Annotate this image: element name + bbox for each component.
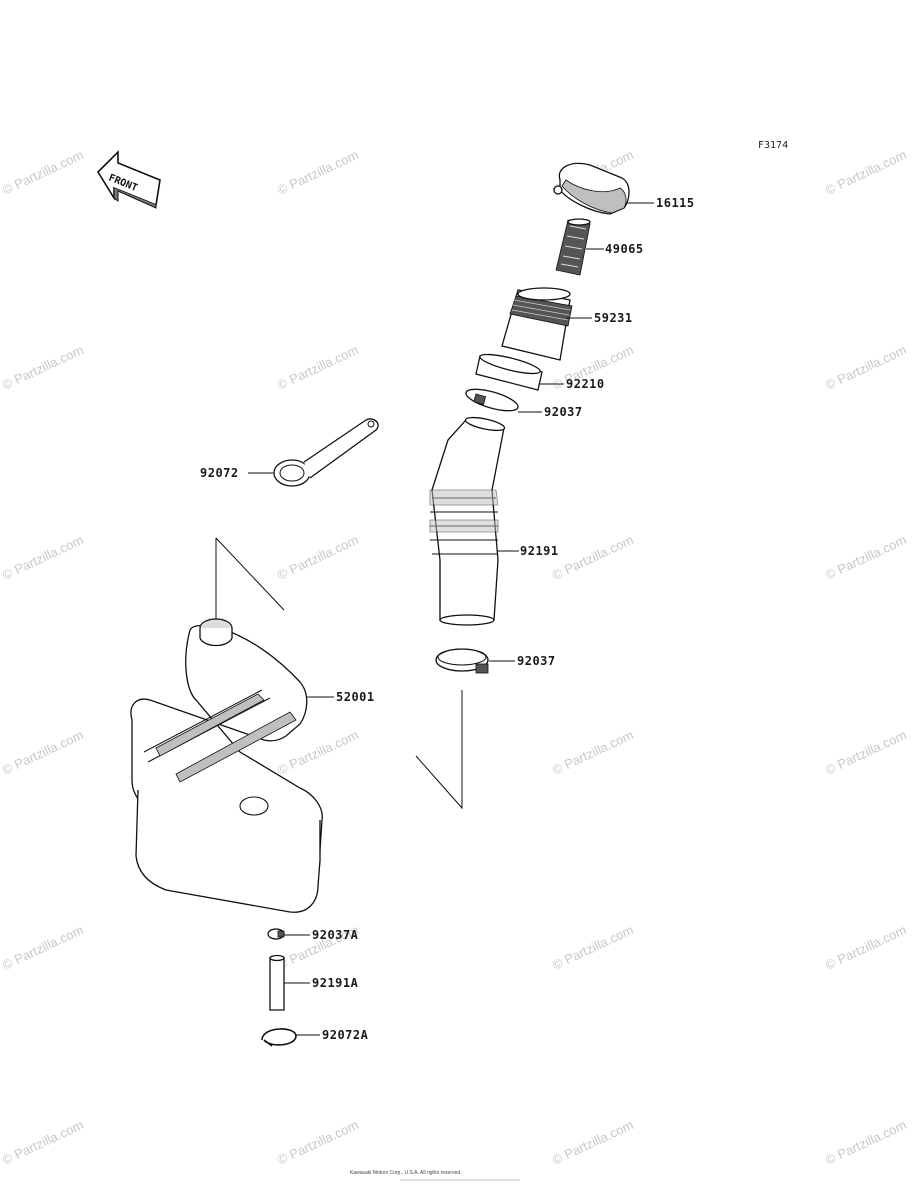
watermark: © Partzilla.com <box>823 342 909 393</box>
watermark: © Partzilla.com <box>275 532 361 583</box>
fuel-tank[interactable] <box>130 618 323 913</box>
part-label-92191A: 92191A <box>312 976 359 990</box>
watermark: © Partzilla.com <box>550 922 636 973</box>
fuel-strainer[interactable] <box>555 218 591 276</box>
part-label-16115: 16115 <box>656 196 695 210</box>
lock-nut[interactable] <box>475 351 543 391</box>
watermark: © Partzilla.com <box>275 147 361 198</box>
filler-hose[interactable] <box>429 415 506 626</box>
watermark: © Partzilla.com <box>275 342 361 393</box>
watermark: © Partzilla.com <box>0 342 86 393</box>
watermark: © Partzilla.com <box>823 1117 909 1168</box>
watermark: © Partzilla.com <box>823 532 909 583</box>
watermark: © Partzilla.com <box>0 147 86 198</box>
watermark: © Partzilla.com <box>550 532 636 583</box>
filler-neck[interactable] <box>501 287 573 361</box>
watermark: © Partzilla.com <box>0 727 86 778</box>
part-label-92072: 92072 <box>200 466 239 480</box>
part-label-92037-upper: 92037 <box>544 405 583 419</box>
part-label-92191: 92191 <box>520 544 559 558</box>
hose-clamp-lower[interactable] <box>435 648 489 674</box>
watermark: © Partzilla.com <box>550 727 636 778</box>
small-hose[interactable] <box>269 954 285 1011</box>
part-label-92210: 92210 <box>566 377 605 391</box>
part-label-92037-lower: 92037 <box>517 654 556 668</box>
watermark: © Partzilla.com <box>0 532 86 583</box>
part-label-92072A: 92072A <box>322 1028 369 1042</box>
watermark: © Partzilla.com <box>823 727 909 778</box>
front-arrow-icon: FRONT <box>96 150 161 209</box>
watermark: © Partzilla.com <box>0 922 86 973</box>
watermark: © Partzilla.com <box>823 147 909 198</box>
connector-line <box>415 690 463 810</box>
connector-line <box>215 537 285 611</box>
hose-clamp-upper[interactable] <box>464 385 520 415</box>
part-label-49065: 49065 <box>605 242 644 256</box>
wire-clip[interactable] <box>261 1028 297 1047</box>
copyright-text: Kawasaki Motors Corp., U.S.A. All rights… <box>350 1170 461 1176</box>
part-label-52001: 52001 <box>336 690 375 704</box>
watermark: © Partzilla.com <box>550 1117 636 1168</box>
part-label-59231: 59231 <box>594 311 633 325</box>
part-label-92037A: 92037A <box>312 928 359 942</box>
small-clamp[interactable] <box>267 928 285 940</box>
watermark: © Partzilla.com <box>823 922 909 973</box>
diagram-code: F3174 <box>758 140 788 151</box>
filler-cap[interactable] <box>553 162 630 215</box>
watermark: © Partzilla.com <box>0 1117 86 1168</box>
watermark: © Partzilla.com <box>275 1117 361 1168</box>
gasket-ring[interactable] <box>273 418 379 487</box>
